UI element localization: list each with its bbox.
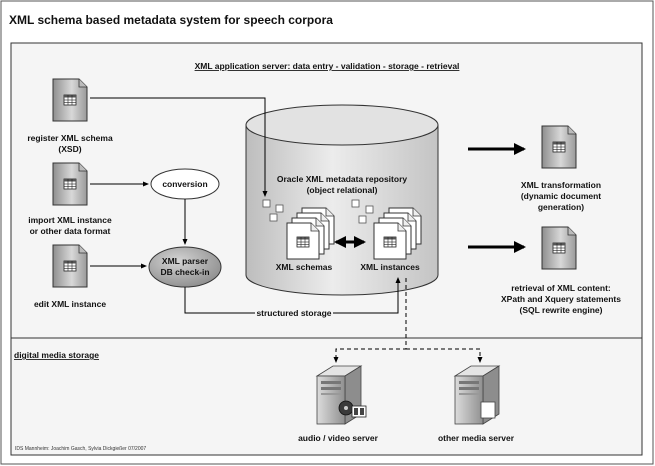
retrieval-sublabel-1: XPath and Xquery statements — [501, 294, 621, 304]
transformation-label: XML transformation — [521, 180, 601, 190]
import-instance-document-icon — [53, 163, 87, 205]
import-instance-label: import XML instance — [28, 215, 112, 225]
media-disc-icon — [338, 400, 367, 418]
retrieval-sublabel-2: (SQL rewrite engine) — [520, 305, 603, 315]
repository-subtitle: (object relational) — [307, 185, 378, 195]
retrieval-label: retrieval of XML content: — [511, 283, 611, 293]
register-schema-label: register XML schema — [27, 133, 113, 143]
xml-instances-label: XML instances — [360, 262, 420, 272]
other-media-server-label: other media server — [438, 433, 515, 443]
transformation-sublabel-2: generation) — [538, 202, 584, 212]
edit-instance-document-icon — [53, 245, 87, 287]
audio-video-server-label: audio / video server — [298, 433, 379, 443]
register-schema-sublabel: (XSD) — [58, 144, 81, 154]
conversion-label: conversion — [162, 179, 207, 189]
server-label: XML application server: data entry - val… — [195, 61, 460, 71]
register-schema-document-icon — [53, 79, 87, 121]
repository-title: Oracle XML metadata repository — [277, 174, 407, 184]
structured-storage-label-bg — [255, 307, 333, 319]
parser-label: XML parser — [162, 256, 209, 266]
parser-sublabel: DB check-in — [160, 267, 209, 277]
register-to-repository-arrow — [90, 97, 268, 197]
media-storage-label: digital media storage — [14, 350, 99, 360]
edit-instance-label: edit XML instance — [34, 299, 106, 309]
footer-credit: IDS Mannheim: Joachim Gasch, Sylvia Dick… — [15, 446, 146, 452]
import-instance-sublabel: or other data format — [30, 226, 111, 236]
other-media-dashed-arrow — [406, 348, 483, 363]
floating-squares — [262, 199, 374, 224]
page-title: XML schema based metadata system for spe… — [9, 13, 333, 27]
retrieval-document-icon — [542, 227, 576, 269]
xml-schemas-label: XML schemas — [276, 262, 333, 272]
structured-storage-label: structured storage — [256, 308, 331, 318]
transformation-document-icon — [542, 126, 576, 168]
media-file-icon — [480, 401, 496, 419]
transformation-sublabel-1: (dynamic document — [521, 191, 601, 201]
audio-video-dashed-arrow — [333, 278, 407, 363]
